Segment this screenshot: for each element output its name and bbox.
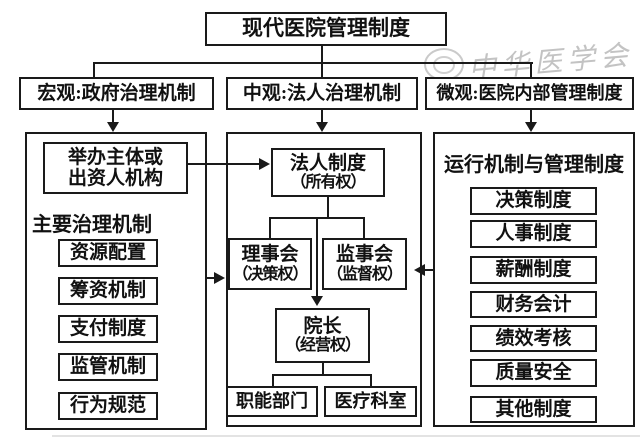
node-payment-system: 支付制度 — [58, 315, 158, 343]
node-decision-system: 决策制度 — [470, 187, 597, 215]
legal-line1: 法人制度 — [289, 152, 366, 174]
arrow-micro-to-right-panel — [530, 110, 532, 124]
dean-line2: （经营权） — [284, 337, 361, 355]
node-modern-hospital-system: 现代医院管理制度 — [205, 12, 447, 46]
node-other-systems: 其他制度 — [470, 396, 597, 423]
node-functional-departments: 职能部门 — [226, 386, 318, 417]
node-supervision-mechanism: 监管机制 — [58, 353, 158, 381]
connector-legal-stem — [327, 197, 329, 218]
node-code-of-conduct: 行为规范 — [58, 392, 158, 420]
arrow-legal-to-dean — [316, 217, 318, 298]
node-dean: 院长 （经营权） — [275, 308, 370, 363]
arrowhead-left-icon — [414, 264, 425, 276]
arrowhead-down-icon — [107, 122, 119, 132]
node-personnel-system: 人事制度 — [470, 220, 597, 248]
connector-drop-macro — [93, 62, 95, 77]
arrow-sponsor-to-legal — [188, 163, 260, 165]
right-panel-container — [433, 132, 635, 427]
scan-artifact-line — [52, 435, 640, 437]
sponsor-line2: 出资人机构 — [67, 168, 163, 189]
node-salary-system: 薪酬制度 — [470, 256, 597, 284]
sponsor-line1: 举办主体或 — [67, 146, 163, 168]
node-council: 理事会 （决策权） — [228, 238, 312, 290]
arrowhead-right-icon — [214, 272, 225, 284]
node-legal-person-system: 法人制度 （所有权） — [271, 148, 385, 197]
arrow-macro-to-left-panel — [112, 110, 114, 124]
right-panel-label: 运行机制与管理制度 — [444, 154, 624, 176]
node-financial-accounting: 财务会计 — [470, 291, 597, 318]
connector-drop-supervisor — [363, 217, 365, 238]
arrowhead-down-icon — [311, 296, 323, 306]
arrowhead-down-icon — [525, 122, 537, 132]
node-medical-departments: 医疗科室 — [324, 386, 417, 417]
node-resource-allocation: 资源配置 — [58, 239, 158, 267]
supervisor-line1: 监事会 — [335, 244, 393, 266]
connector-dept-bar — [272, 374, 372, 376]
node-quality-safety: 质量安全 — [470, 359, 597, 387]
connector-top-stem — [321, 45, 323, 63]
council-line1: 理事会 — [241, 244, 299, 266]
node-supervisory-board: 监事会 （监督权） — [322, 238, 407, 290]
node-financing-mechanism: 筹资机制 — [58, 277, 158, 305]
connector-drop-func — [272, 374, 274, 386]
connector-dean-stem — [322, 363, 324, 376]
left-panel-label: 主要治理机制 — [32, 214, 152, 236]
connector-drop-meso — [321, 62, 323, 77]
connector-branch-bar — [93, 62, 533, 64]
connector-drop-council — [269, 217, 271, 238]
arrow-left-to-middle — [205, 277, 215, 279]
connector-drop-micro — [530, 62, 532, 77]
connector-drop-medical — [370, 374, 372, 386]
arrow-right-to-middle — [424, 269, 434, 271]
node-meso-governance: 中观:法人治理机制 — [226, 77, 418, 110]
dean-line1: 院长 — [303, 315, 342, 337]
legal-line2: （所有权） — [290, 174, 366, 192]
node-macro-governance: 宏观:政府治理机制 — [19, 77, 214, 110]
arrowhead-down-icon — [316, 122, 328, 132]
arrow-meso-to-mid-panel — [321, 110, 323, 124]
arrowhead-right-icon — [259, 158, 270, 170]
node-micro-governance: 微观:医院内部管理制度 — [425, 77, 634, 110]
middle-panel-container — [226, 132, 422, 427]
node-performance-appraisal: 绩效考核 — [470, 325, 597, 352]
node-sponsor-institution: 举办主体或 出资人机构 — [43, 142, 188, 194]
supervisor-line2: （监督权） — [326, 265, 403, 283]
council-line2: （决策权） — [232, 265, 308, 283]
left-panel-container — [25, 132, 207, 430]
